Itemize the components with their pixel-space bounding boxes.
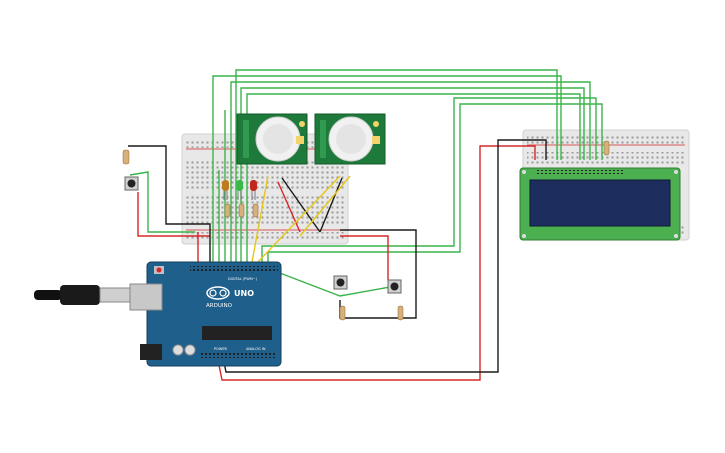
digital-header-label: DIGITAL (PWM~) (228, 277, 258, 281)
power-header-label: POWER (214, 347, 228, 351)
analog-header-label: ANALOG IN (246, 347, 266, 351)
led-green (236, 180, 243, 200)
pushbutton-2 (333, 275, 348, 290)
pushbutton-3 (387, 279, 402, 294)
wires-black (128, 139, 547, 373)
arduino-model: UNO (234, 289, 254, 298)
usb-cable (34, 285, 131, 305)
led-orange (222, 180, 229, 200)
wires-green (129, 69, 603, 297)
pushbutton-1 (124, 176, 139, 191)
wires-yellow (251, 175, 351, 265)
arduino-uno-board: ARDUINO UNO DIGITAL (PWM~) POWER ANALOG … (129, 261, 282, 367)
pir-sensor-1 (236, 113, 308, 165)
pir-sensor-2 (314, 113, 386, 165)
lcd-display (519, 167, 681, 241)
arduino-brand: ARDUINO (206, 303, 233, 309)
wires-red (137, 145, 536, 381)
resistor (122, 140, 610, 321)
led-red (250, 180, 257, 200)
